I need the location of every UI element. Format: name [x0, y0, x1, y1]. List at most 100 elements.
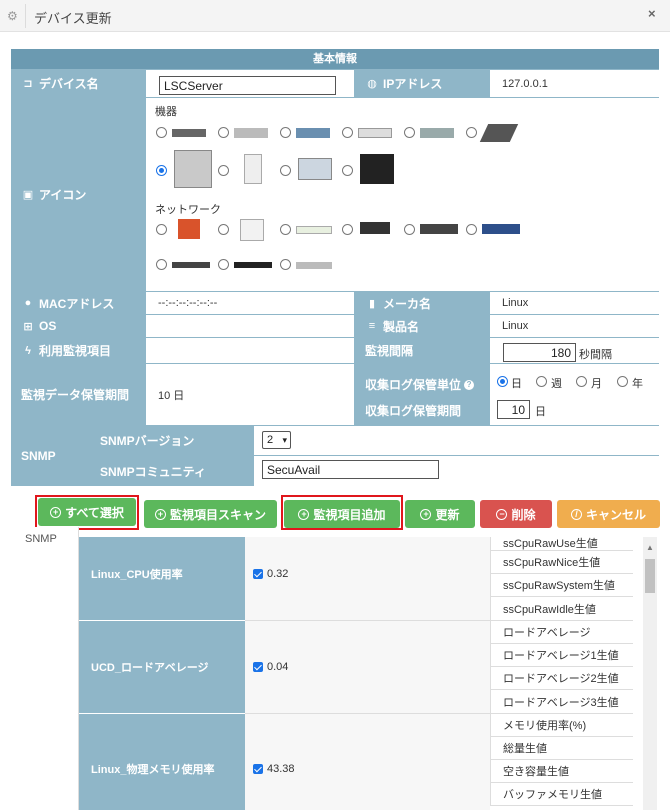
maker-value: Linux: [490, 292, 659, 314]
delete-button[interactable]: −削除: [480, 500, 552, 528]
icon-radio[interactable]: [466, 127, 477, 138]
close-icon[interactable]: ×: [648, 6, 656, 21]
patch-panel-icon: [296, 262, 332, 269]
device-name-input[interactable]: [159, 76, 336, 95]
add-item-button[interactable]: +監視項目追加: [284, 500, 400, 528]
icon-radio-selected[interactable]: [156, 165, 167, 176]
select-all-button[interactable]: +すべて選択: [38, 498, 136, 526]
product-label: ≡製品名: [355, 315, 489, 337]
log-period-input[interactable]: [497, 400, 530, 419]
sub-item: ロードアベレージ: [490, 621, 633, 644]
log-unit-radio-year[interactable]: [617, 376, 628, 387]
snmp-label: SNMP: [11, 426, 89, 486]
highlight-frame: [35, 495, 139, 530]
log-unit-radio-week[interactable]: [536, 376, 547, 387]
icon-radio[interactable]: [466, 224, 477, 235]
help-icon[interactable]: ?: [464, 379, 475, 390]
log-unit-label: 収集ログ保管単位: [365, 378, 462, 392]
switch-icon: [420, 224, 458, 234]
sub-item: ssCpuRawIdle生値: [490, 597, 633, 621]
minus-circle-icon: −: [496, 508, 508, 520]
category-snmp[interactable]: SNMP: [25, 533, 57, 545]
retention-label: 監視データ保管期間: [11, 364, 145, 425]
icon-radio[interactable]: [342, 224, 353, 235]
l3-switch-icon: [482, 224, 520, 234]
appliance-icon: [479, 124, 519, 142]
icon-radio[interactable]: [280, 224, 291, 235]
gear-icon: ⚙: [7, 9, 18, 23]
icon-radio[interactable]: [156, 259, 167, 270]
scroll-up-icon[interactable]: ▲: [646, 543, 654, 552]
snmp-community-label: SNMPコミュニティ: [90, 456, 253, 486]
mac-label: ●MACアドレス: [11, 292, 145, 314]
sub-item: バッファメモリ生値: [490, 783, 633, 806]
snmp-community-input[interactable]: [262, 460, 439, 479]
tower-server-icon: [174, 150, 212, 188]
log-unit-week: 週: [551, 378, 562, 390]
category-pane: SNMP: [11, 527, 79, 810]
sub-item: 総量生値: [490, 737, 633, 760]
ip-label: ◍IPアドレス: [355, 70, 489, 97]
icon-radio[interactable]: [218, 259, 229, 270]
log-unit-radio-month[interactable]: [576, 376, 587, 387]
item-checkbox[interactable]: [253, 763, 263, 774]
item-value: 43.38: [245, 714, 490, 810]
tag-icon: ⊐: [23, 78, 33, 90]
basic-info-form: 基本情報 ⊐デバイス名 ◍IPアドレス 127.0.0.1 ▣アイコン 機器 ネ…: [11, 49, 659, 486]
rack-server-icon: [172, 129, 206, 137]
icon-group-equipment: 機器: [155, 106, 177, 118]
icon-radio[interactable]: [342, 127, 353, 138]
sub-item: 空き容量生値: [490, 760, 633, 783]
snmp-version-cell: [254, 426, 659, 455]
grid-scrollbar[interactable]: ▲: [643, 537, 657, 810]
icon-radio[interactable]: [280, 165, 291, 176]
os-value: [146, 315, 354, 337]
icon-radio[interactable]: [156, 224, 167, 235]
interval-input[interactable]: [503, 343, 576, 362]
item-value: 0.04: [245, 621, 490, 714]
icon-radio[interactable]: [218, 224, 229, 235]
firewall-icon: [178, 219, 200, 239]
log-unit-year: 年: [632, 378, 643, 390]
icon-radio[interactable]: [218, 165, 229, 176]
sub-item: ssCpuRawNice生値: [490, 551, 633, 574]
icon-radio[interactable]: [218, 127, 229, 138]
cancel-button[interactable]: /キャンセル: [557, 500, 660, 528]
windows-icon: ⊞: [23, 320, 33, 333]
network-server-icon: [296, 128, 330, 138]
icon-radio[interactable]: [280, 127, 291, 138]
icon-radio[interactable]: [404, 224, 415, 235]
icon-radio[interactable]: [342, 165, 353, 176]
snmp-version-select[interactable]: 2▾: [262, 431, 291, 449]
wireless-router-icon: [360, 222, 390, 234]
plus-circle-icon: +: [154, 508, 166, 520]
pc-tower-icon: [244, 154, 262, 184]
scroll-thumb[interactable]: [645, 559, 655, 593]
maker-label: ▮メーカ名: [355, 292, 489, 314]
disk-array-icon: [420, 128, 454, 138]
scan-button[interactable]: +監視項目スキャン: [144, 500, 277, 528]
dialog-title: デバイス更新: [34, 11, 112, 26]
log-unit-radio-day[interactable]: [497, 376, 508, 387]
update-button[interactable]: +更新: [405, 500, 475, 528]
os-label: ⊞OS: [11, 315, 145, 337]
bolt-icon: ϟ: [25, 344, 31, 357]
image-icon: ▣: [22, 189, 34, 201]
item-checkbox[interactable]: [253, 662, 263, 672]
desktop-pc-icon: [360, 154, 394, 184]
interval-label: 監視間隔: [355, 338, 489, 363]
log-period-label: 収集ログ保管期間: [365, 404, 462, 418]
building-icon: ▮: [368, 297, 376, 310]
icon-radio[interactable]: [280, 259, 291, 270]
server-unit-icon: [234, 128, 268, 138]
icon-radio[interactable]: [156, 127, 167, 138]
item-checkbox[interactable]: [253, 568, 263, 579]
icon-radio[interactable]: [404, 127, 415, 138]
plus-circle-icon: +: [50, 506, 62, 518]
chevron-down-icon: ▾: [282, 435, 287, 445]
icon-selector: 機器 ネットワーク: [146, 98, 659, 291]
sub-item: ssCpuRawSystem生値: [490, 574, 633, 597]
icon-label: ▣アイコン: [11, 98, 145, 291]
sub-item: ssCpuRawUse生値: [490, 537, 633, 551]
download-box-icon: [240, 219, 264, 241]
